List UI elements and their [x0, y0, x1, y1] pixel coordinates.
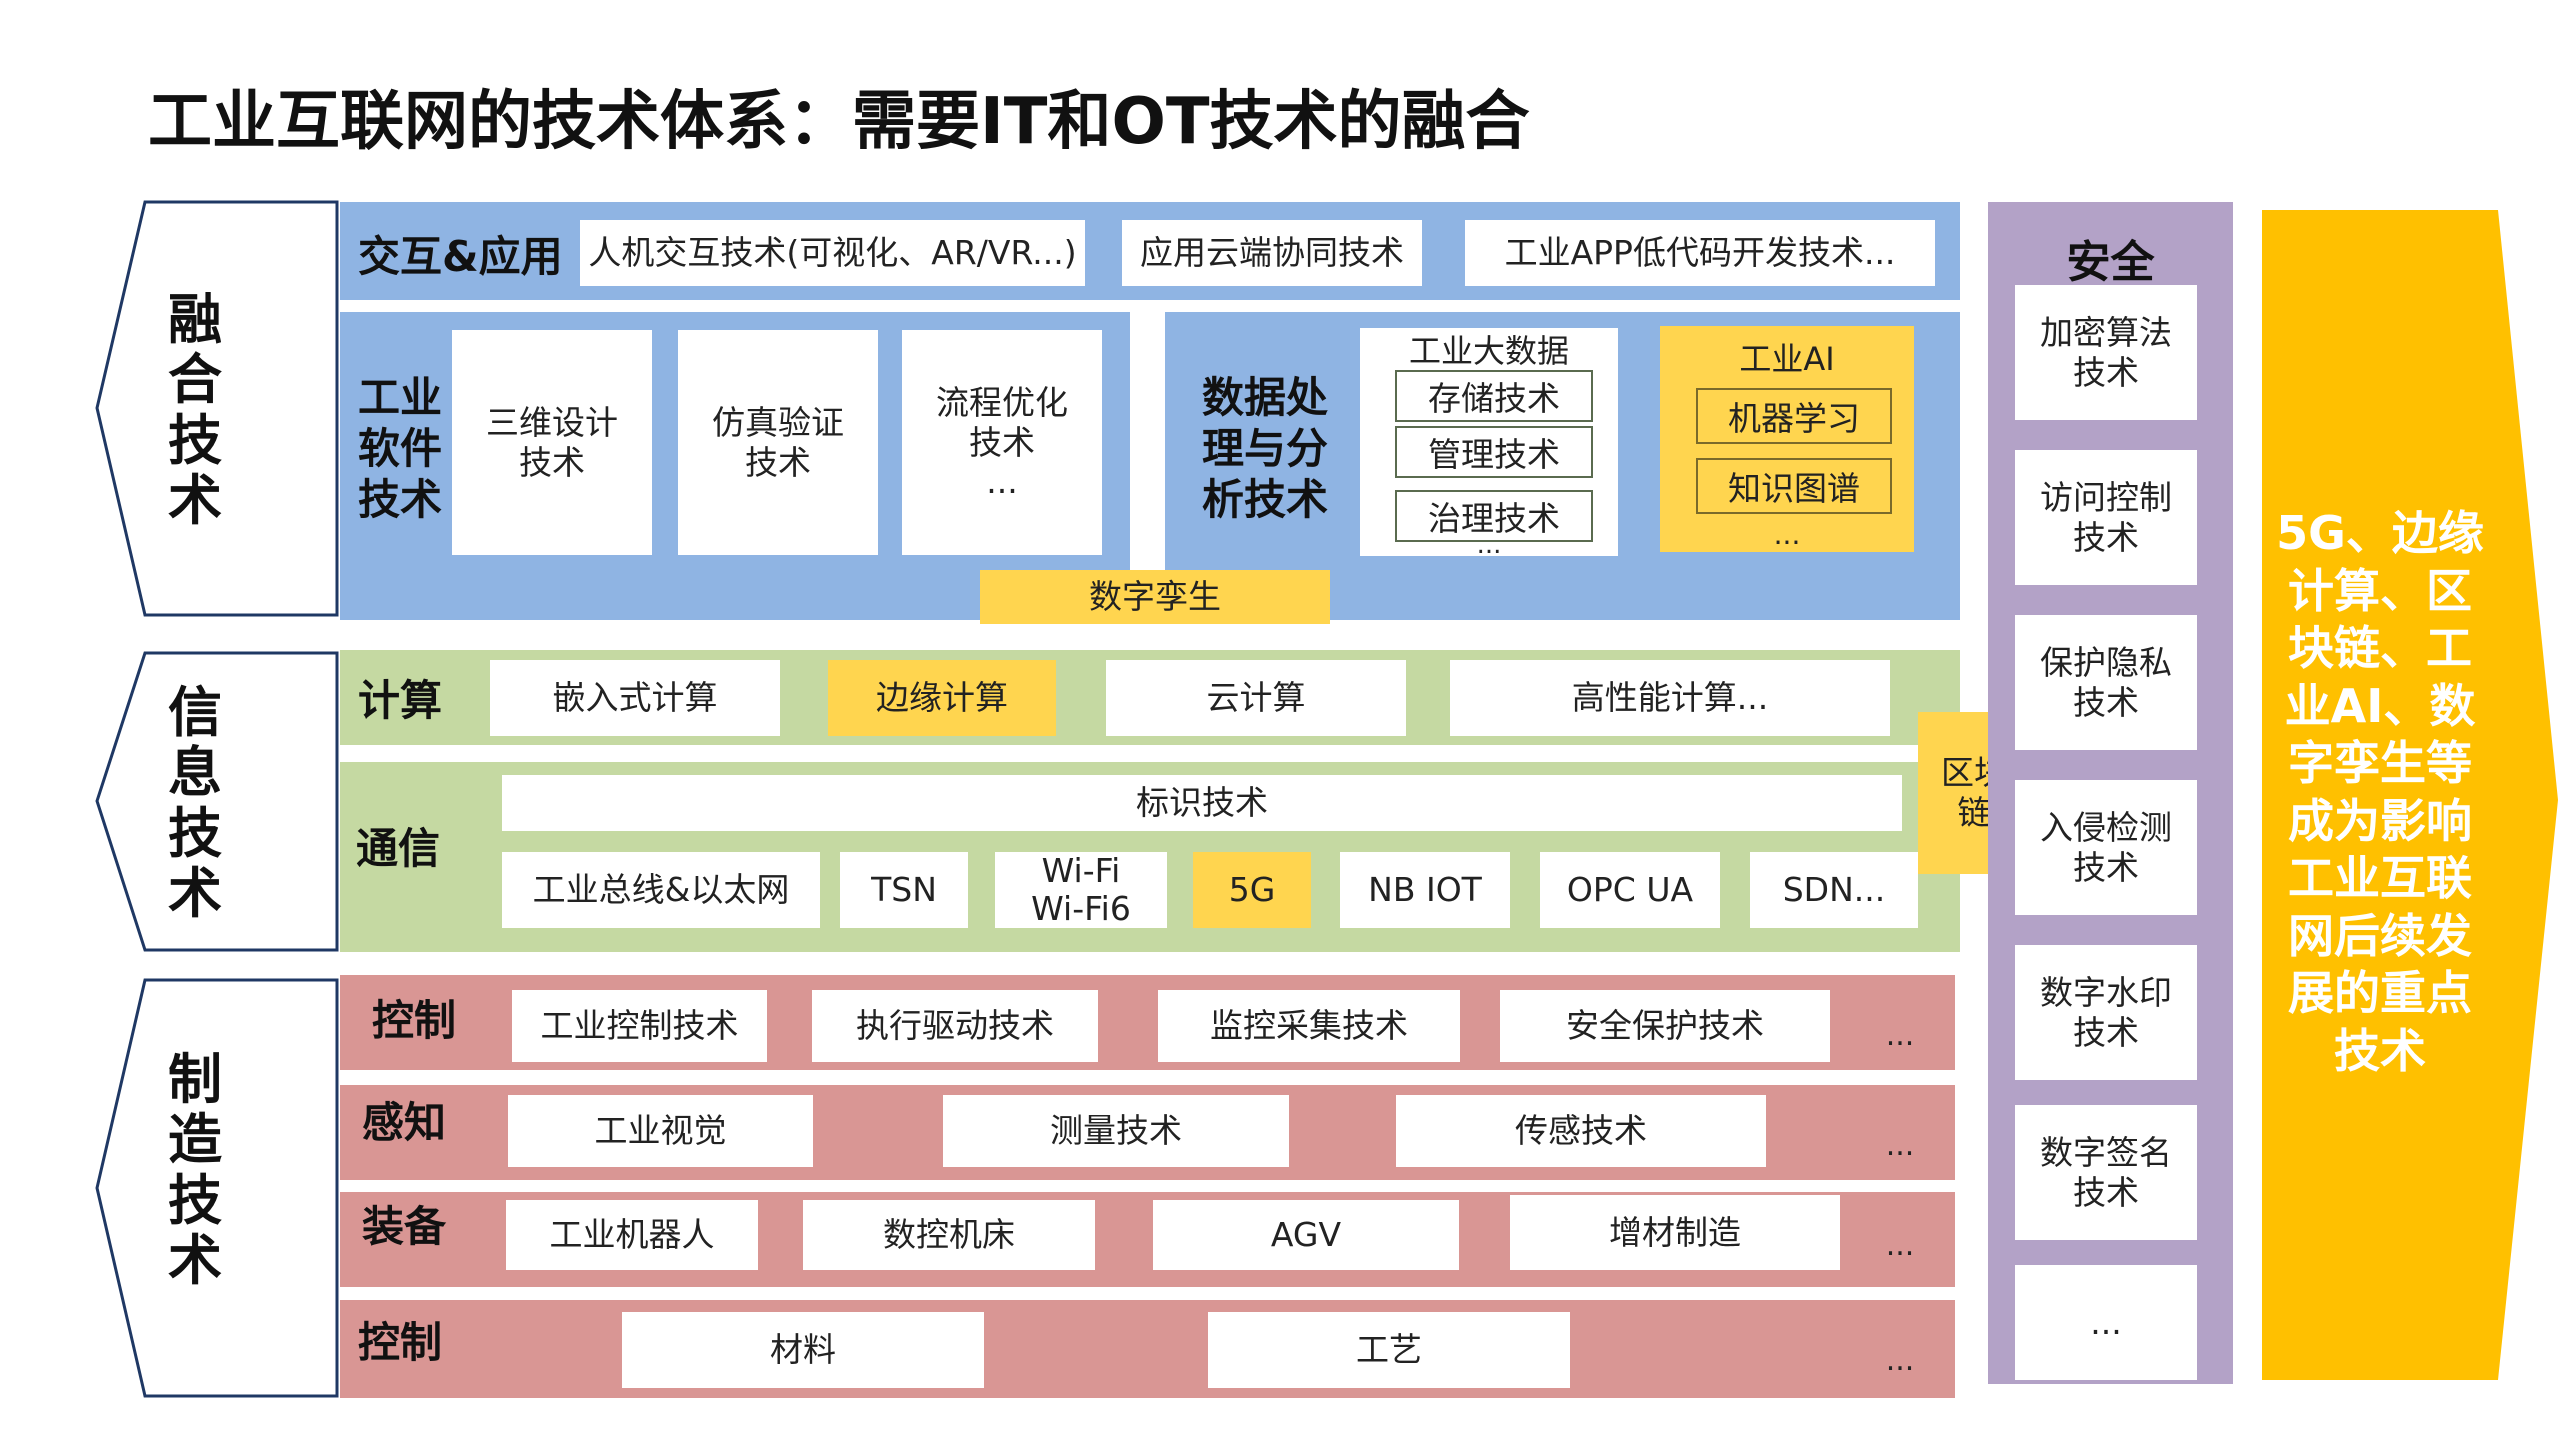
- interaction-item-cloud: 应用云端协同技术: [1122, 220, 1422, 286]
- data-label: 数据处理与分析技术: [1202, 373, 1329, 525]
- comm-label: 通信: [356, 824, 441, 873]
- security-more: ...: [2015, 1265, 2197, 1380]
- mfg-control-more: ...: [1885, 1017, 1915, 1053]
- compute-hpc: 高性能计算...: [1450, 660, 1890, 736]
- mfg-sense-item-3: 传感技术: [1396, 1095, 1766, 1167]
- security-item-signature: 数字签名技术: [2015, 1105, 2197, 1240]
- compute-label: 计算: [358, 676, 443, 725]
- software-item-sim: 仿真验证技术: [678, 330, 878, 555]
- mfg-sense-item-2: 测量技术: [943, 1095, 1289, 1167]
- summary-arrow-text: 5G、边缘计算、区块链、工业AI、数字孪生等成为影响工业互联网后续发展的重点技术: [2276, 506, 2484, 1078]
- bigdata-governance: 治理技术: [1395, 490, 1593, 542]
- bigdata-more: ...: [1476, 530, 1502, 560]
- bigdata-storage: 存储技术: [1395, 370, 1593, 422]
- mfg-equip-more: ...: [1885, 1227, 1915, 1263]
- comm-sdn: SDN...: [1750, 852, 1918, 928]
- security-item-intrusion: 入侵检测技术: [2015, 780, 2197, 915]
- side-label-info: 信息技术: [168, 681, 222, 926]
- mfg-equip-item-3: AGV: [1153, 1200, 1459, 1270]
- compute-edge: 边缘计算: [828, 660, 1056, 736]
- mfg-material-more: ...: [1885, 1342, 1915, 1378]
- mfg-row-control-label: 控制: [372, 996, 457, 1045]
- mfg-equip-item-4: 增材制造: [1510, 1195, 1840, 1270]
- digital-twin: 数字孪生: [980, 570, 1330, 624]
- mfg-row-material-label: 控制: [358, 1318, 443, 1367]
- security-item-encryption: 加密算法技术: [2015, 285, 2197, 420]
- mfg-equip-item-2: 数控机床: [803, 1200, 1095, 1270]
- mfg-sense-more: ...: [1885, 1127, 1915, 1163]
- mfg-row-sense-label: 感知: [362, 1098, 447, 1147]
- comm-fieldbus: 工业总线&以太网: [502, 852, 820, 928]
- software-label: 工业软件技术: [358, 373, 443, 525]
- security-item-privacy: 保护隐私技术: [2015, 615, 2197, 750]
- interaction-item-lowcode: 工业APP低代码开发技术...: [1465, 220, 1935, 286]
- mfg-material-item-2: 工艺: [1208, 1312, 1570, 1388]
- software-item-3d: 三维设计技术: [452, 330, 652, 555]
- mfg-control-item-3: 监控采集技术: [1158, 990, 1460, 1062]
- comm-identification: 标识技术: [502, 775, 1902, 831]
- side-label-mfg: 制造技术: [168, 1048, 222, 1293]
- mfg-material-item-1: 材料: [622, 1312, 984, 1388]
- comm-5g: 5G: [1193, 852, 1311, 928]
- comm-tsn: TSN: [840, 852, 968, 928]
- compute-cloud: 云计算: [1106, 660, 1406, 736]
- interaction-label: 交互&应用: [358, 232, 563, 281]
- comm-nbiot: NB IOT: [1340, 852, 1510, 928]
- mfg-control-item-2: 执行驱动技术: [812, 990, 1098, 1062]
- ai-kg: 知识图谱: [1696, 458, 1892, 514]
- interaction-item-hci: 人机交互技术(可视化、AR/VR...): [580, 220, 1085, 286]
- security-item-access: 访问控制技术: [2015, 450, 2197, 585]
- mfg-row-material-band: [340, 1300, 1955, 1398]
- compute-embedded: 嵌入式计算: [490, 660, 780, 736]
- summary-arrow: [2262, 210, 2558, 1380]
- bigdata-title: 工业大数据: [1408, 332, 1569, 370]
- mfg-sense-item-1: 工业视觉: [508, 1095, 813, 1167]
- mfg-control-item-1: 工业控制技术: [512, 990, 767, 1062]
- side-chevrons: [95, 200, 339, 1398]
- mfg-equip-item-1: 工业机器人: [506, 1200, 758, 1270]
- page-title: 工业互联网的技术体系：需要IT和OT技术的融合: [148, 85, 1530, 159]
- mfg-row-equip-label: 装备: [362, 1202, 447, 1251]
- security-item-watermark: 数字水印技术: [2015, 945, 2197, 1080]
- comm-opcua: OPC UA: [1540, 852, 1720, 928]
- security-title: 安全: [2066, 237, 2155, 288]
- ai-ml: 机器学习: [1696, 388, 1892, 444]
- mfg-control-item-4: 安全保护技术: [1500, 990, 1830, 1062]
- ai-title: 工业AI: [1739, 340, 1835, 378]
- software-item-flow: 流程优化技术...: [902, 330, 1102, 555]
- ai-more: ...: [1773, 518, 1801, 551]
- bigdata-management: 管理技术: [1395, 426, 1593, 478]
- side-label-fusion: 融合技术: [168, 288, 222, 533]
